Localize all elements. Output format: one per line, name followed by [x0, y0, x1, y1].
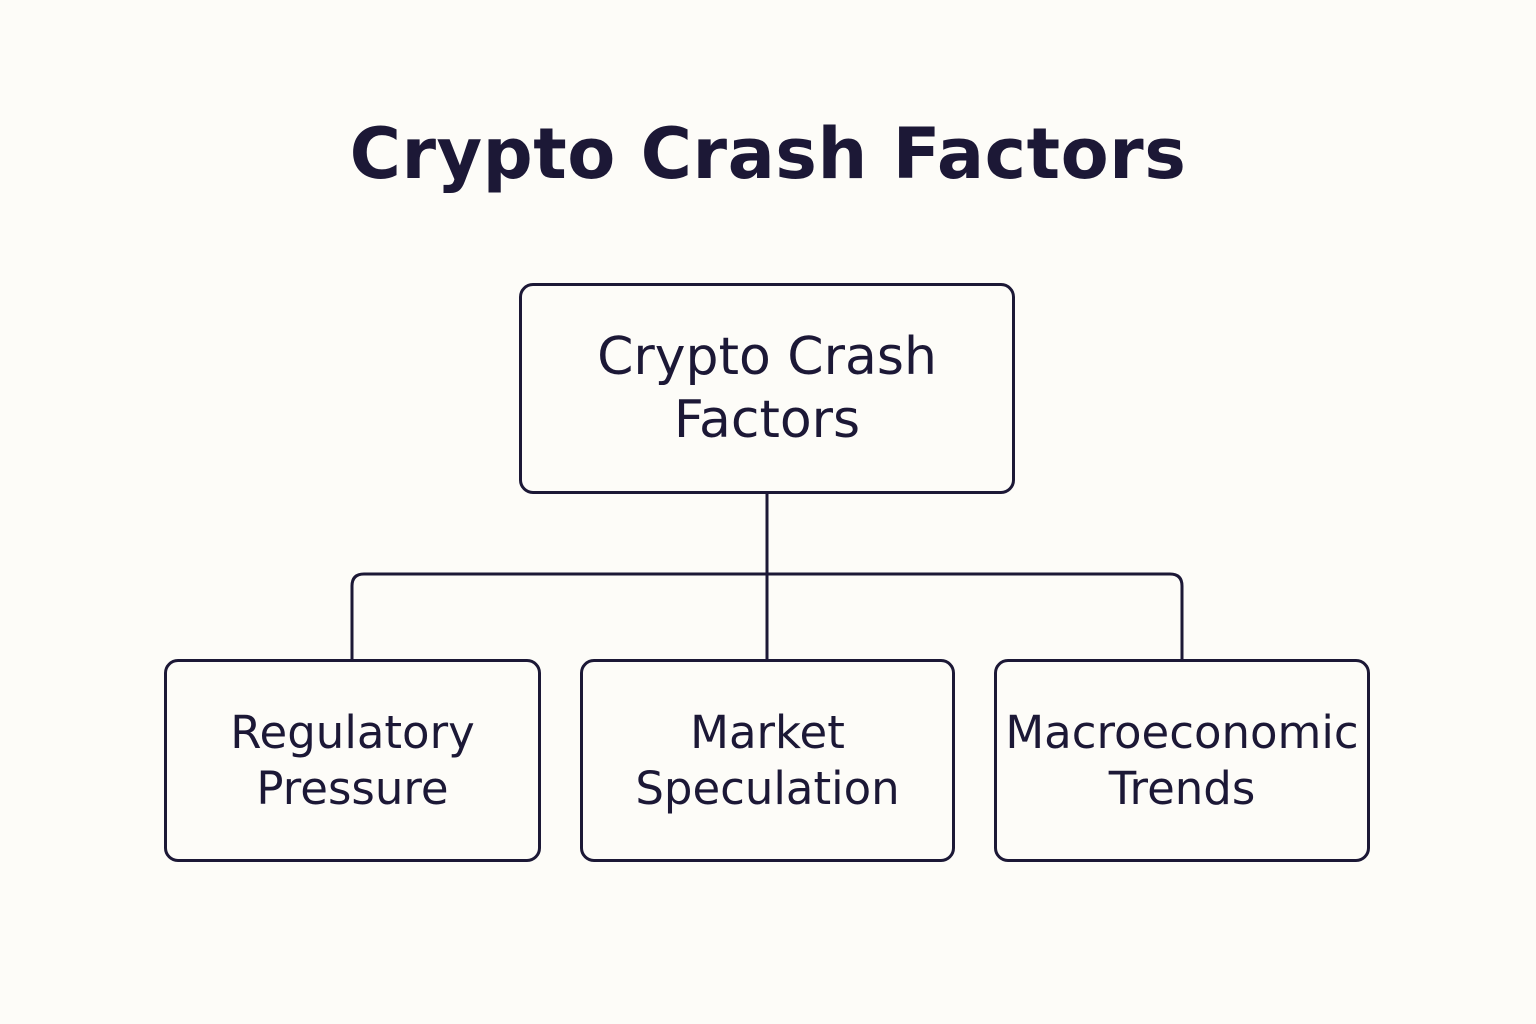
factor-node-label-line-1: Macroeconomic [1005, 705, 1359, 759]
factor-node-label-line-2: Pressure [256, 761, 449, 815]
factor-node-macroeconomic-trends: Macroeconomic Trends [994, 659, 1370, 862]
root-node-label-line-1: Crypto Crash [597, 326, 937, 387]
root-node: Crypto Crash Factors [519, 283, 1015, 494]
factor-node-label-line-2: Speculation [635, 761, 900, 815]
diagram-title: Crypto Crash Factors [349, 113, 1187, 195]
factor-node-label-line-2: Trends [1108, 761, 1256, 815]
factor-node-label-line-1: Market [690, 705, 845, 759]
factor-node-market-speculation: Market Speculation [580, 659, 955, 862]
root-node-label-line-2: Factors [673, 389, 861, 450]
factor-node-label-line-1: Regulatory [230, 705, 475, 759]
factor-node-regulatory-pressure: Regulatory Pressure [164, 659, 541, 862]
